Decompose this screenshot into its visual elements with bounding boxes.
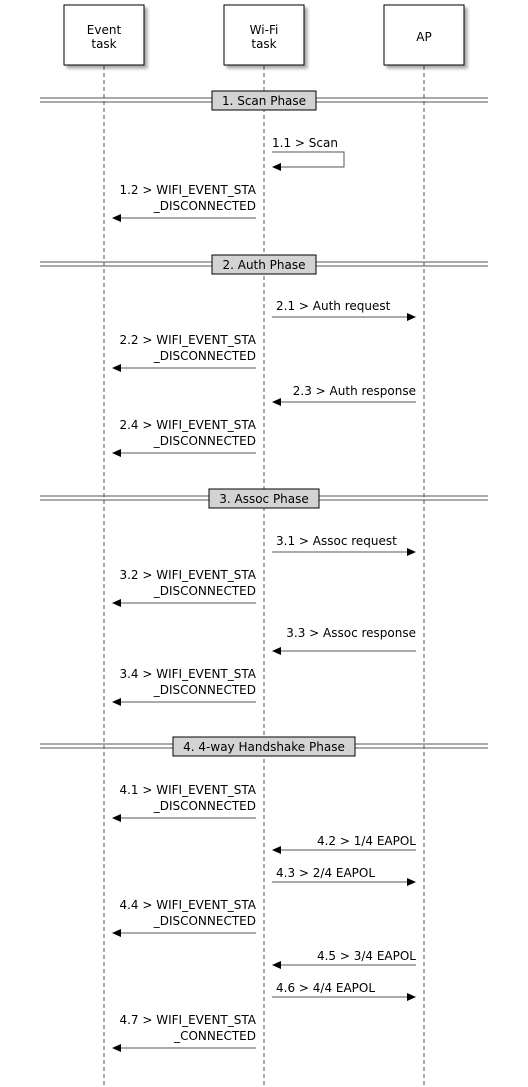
message-4-6: 4.6 > 4/4 EAPOL <box>272 981 416 1001</box>
message-label: _CONNECTED <box>173 1029 256 1043</box>
message-1-1: 1.1 > Scan <box>272 136 345 171</box>
participant-label: task <box>91 37 116 51</box>
message-4-3: 4.3 > 2/4 EAPOL <box>272 866 416 886</box>
message-3-4: 3.4 > WIFI_EVENT_STA _DISCONNECTED <box>112 667 257 706</box>
message-label: _DISCONNECTED <box>153 584 256 598</box>
message-label: 1.1 > Scan <box>272 136 338 150</box>
participant-label: Event <box>87 23 122 37</box>
message-4-1: 4.1 > WIFI_EVENT_STA _DISCONNECTED <box>112 783 257 822</box>
message-2-3: 2.3 > Auth response <box>272 384 416 406</box>
message-4-7: 4.7 > WIFI_EVENT_STA _CONNECTED <box>112 1013 257 1052</box>
message-label: _DISCONNECTED <box>153 914 256 928</box>
participant-label: AP <box>416 30 431 44</box>
message-label: _DISCONNECTED <box>153 434 256 448</box>
message-3-3: 3.3 > Assoc response <box>272 626 416 655</box>
participant-wifi: Wi-Fi task <box>223 4 305 66</box>
message-label: 2.3 > Auth response <box>293 384 416 398</box>
phase-label: 3. Assoc Phase <box>219 492 309 506</box>
message-label: _DISCONNECTED <box>153 799 256 813</box>
message-label: _DISCONNECTED <box>153 349 256 363</box>
message-label: 3.3 > Assoc response <box>286 626 416 640</box>
phase-separator-handshake: 4. 4-way Handshake Phase <box>40 736 488 757</box>
message-3-2: 3.2 > WIFI_EVENT_STA _DISCONNECTED <box>112 568 257 607</box>
message-3-1: 3.1 > Assoc request <box>272 534 416 556</box>
participant-event: Event task <box>63 4 145 66</box>
message-4-4: 4.4 > WIFI_EVENT_STA _DISCONNECTED <box>112 898 257 937</box>
message-2-4: 2.4 > WIFI_EVENT_STA _DISCONNECTED <box>112 418 257 457</box>
message-label: 4.7 > WIFI_EVENT_STA <box>119 1013 256 1027</box>
phase-separator-auth: 2. Auth Phase <box>40 254 488 275</box>
participant-label: task <box>251 37 276 51</box>
phase-separator-scan: 1. Scan Phase <box>40 90 488 111</box>
message-label: 4.2 > 1/4 EAPOL <box>317 834 416 848</box>
message-label: 4.5 > 3/4 EAPOL <box>317 949 416 963</box>
message-label: _DISCONNECTED <box>153 199 256 213</box>
phase-label: 2. Auth Phase <box>222 258 305 272</box>
message-4-5: 4.5 > 3/4 EAPOL <box>272 949 416 969</box>
message-label: 2.1 > Auth request <box>276 299 391 313</box>
message-2-2: 2.2 > WIFI_EVENT_STA _DISCONNECTED <box>112 333 257 372</box>
phase-separator-assoc: 3. Assoc Phase <box>40 488 488 509</box>
message-label: 1.2 > WIFI_EVENT_STA <box>119 183 256 197</box>
message-label: 3.2 > WIFI_EVENT_STA <box>119 568 256 582</box>
message-4-2: 4.2 > 1/4 EAPOL <box>272 834 416 854</box>
phase-label: 4. 4-way Handshake Phase <box>183 740 345 754</box>
message-label: 2.4 > WIFI_EVENT_STA <box>119 418 256 432</box>
phase-label: 1. Scan Phase <box>222 94 306 108</box>
message-label: 2.2 > WIFI_EVENT_STA <box>119 333 256 347</box>
message-2-1: 2.1 > Auth request <box>272 299 416 321</box>
message-label: 4.1 > WIFI_EVENT_STA <box>119 783 256 797</box>
message-label: 3.4 > WIFI_EVENT_STA <box>119 667 256 681</box>
message-label: 3.1 > Assoc request <box>276 534 397 548</box>
participant-label: Wi-Fi <box>250 23 279 37</box>
message-label: _DISCONNECTED <box>153 683 256 697</box>
message-label: 4.6 > 4/4 EAPOL <box>276 981 375 995</box>
participant-ap: AP <box>383 4 465 66</box>
message-label: 4.4 > WIFI_EVENT_STA <box>119 898 256 912</box>
message-1-2: 1.2 > WIFI_EVENT_STA _DISCONNECTED <box>112 183 257 222</box>
message-label: 4.3 > 2/4 EAPOL <box>276 866 375 880</box>
